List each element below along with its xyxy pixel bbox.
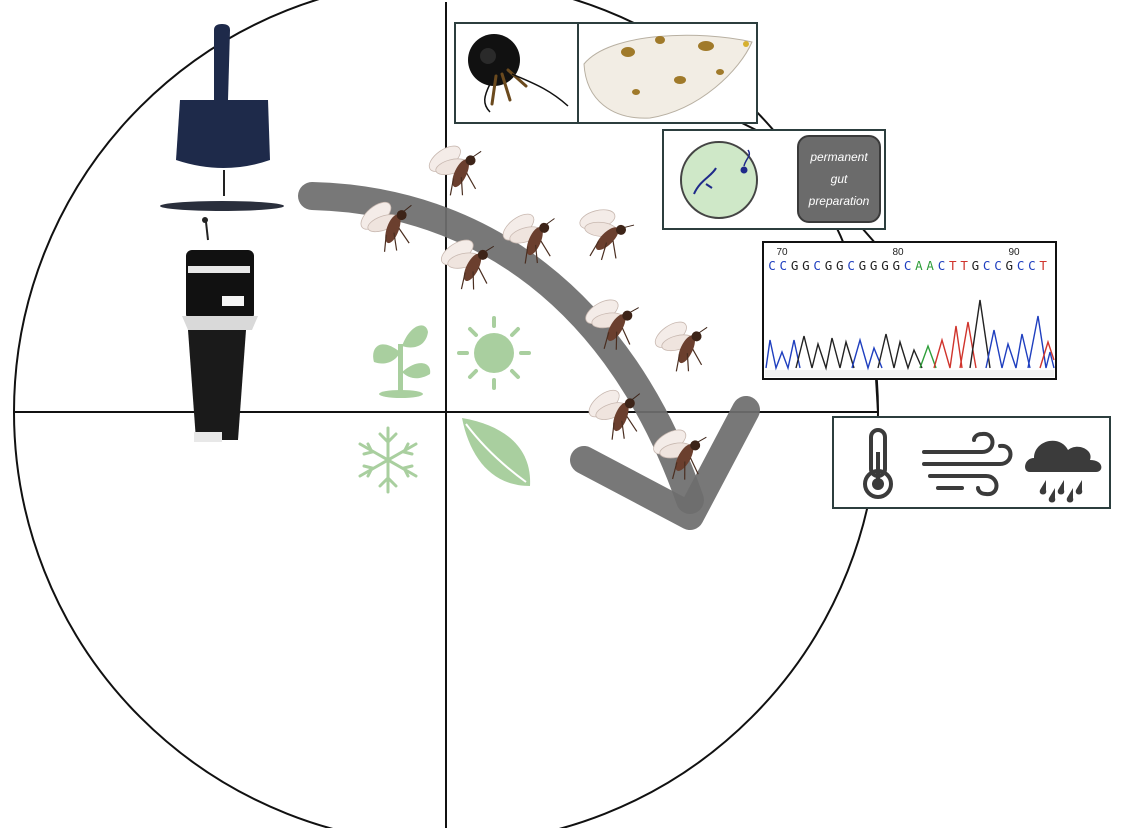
sequence-base: G	[881, 258, 889, 273]
sequence-base: C	[847, 258, 855, 273]
wind-icon	[922, 431, 1013, 497]
sequence-base: C	[1028, 258, 1036, 273]
sequence-position-label: 90	[1008, 247, 1020, 258]
gut-label-line-2: gut	[830, 172, 848, 186]
snowflake-icon	[358, 426, 418, 494]
sequence-base: T	[960, 258, 968, 273]
head-microscopy-image	[468, 34, 569, 113]
midge-1	[421, 136, 489, 202]
sequence-position-label: 70	[776, 247, 788, 258]
sequence-base: A	[926, 258, 934, 273]
sequence-base: C	[938, 258, 946, 273]
sequence-base: G	[802, 258, 810, 273]
sequence-base: C	[904, 258, 912, 273]
chromatogram-trace	[765, 299, 1055, 371]
plant-sprout-icon	[373, 325, 431, 398]
sequence-base: G	[1006, 258, 1014, 273]
sequence-base: G	[836, 258, 844, 273]
sequence-base: T	[1039, 258, 1047, 273]
sequence-position-label: 80	[892, 247, 904, 258]
sequence-base: G	[859, 258, 867, 273]
sequence-base: G	[791, 258, 799, 273]
gut-label-line-3: preparation	[808, 194, 870, 208]
sequence-base: G	[825, 258, 833, 273]
weather-panel	[832, 416, 1111, 509]
sequence-base: C	[780, 258, 788, 273]
midge-7	[647, 312, 715, 378]
sequence-base: C	[983, 258, 991, 273]
midge-5	[570, 200, 638, 266]
sequence-base: G	[870, 258, 878, 273]
gut-preparation-label: permanent gut preparation	[797, 135, 881, 223]
gut-slide-image	[680, 141, 758, 219]
rain-cloud-icon	[1025, 440, 1102, 503]
sequence-base: G	[972, 258, 980, 273]
gut-label-line-1: permanent	[810, 150, 868, 164]
sequence-base: C	[768, 258, 776, 273]
sequence-base: C	[994, 258, 1002, 273]
morphology-panel	[454, 22, 758, 124]
sequence-base: C	[813, 258, 821, 273]
sequence-base: A	[915, 258, 923, 273]
sequence-base: T	[949, 258, 957, 273]
sun-icon	[457, 316, 531, 390]
leaf-icon	[462, 418, 531, 486]
thermometer-icon	[863, 428, 893, 499]
light-trap-image	[160, 24, 284, 442]
sequence-base: C	[1017, 258, 1025, 273]
sequence-base: G	[893, 258, 901, 273]
wing-microscopy-image	[583, 34, 753, 119]
